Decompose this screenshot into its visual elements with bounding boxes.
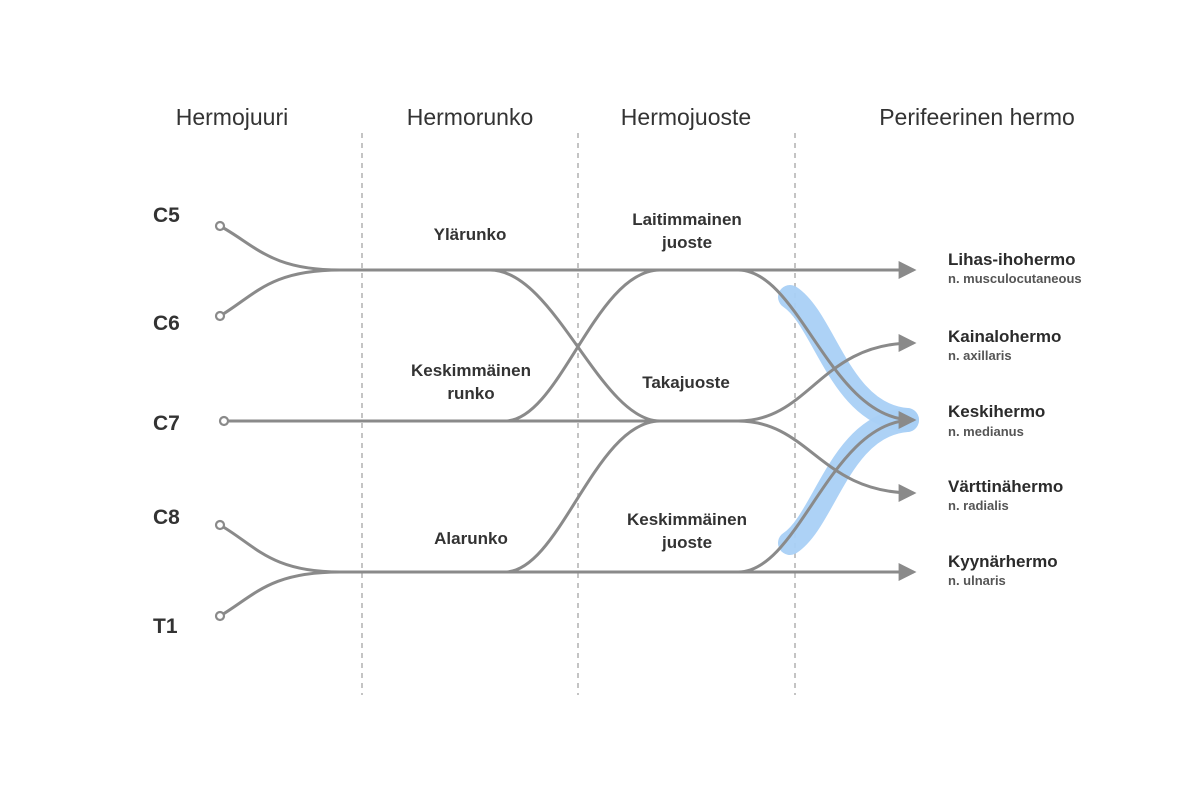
root-c8-path bbox=[218, 523, 342, 574]
upper-trunk-posterior-division bbox=[488, 268, 662, 423]
middle-trunk-anterior-division bbox=[503, 268, 662, 423]
middle-trunk-label-line2: runko bbox=[447, 384, 494, 403]
column-heading-peripheral: Perifeerinen hermo bbox=[879, 104, 1075, 130]
radial-nerve-path bbox=[736, 419, 917, 502]
nerve-latin-radial: n. radialis bbox=[948, 498, 1009, 513]
root-label-c5: C5 bbox=[153, 204, 180, 227]
lower-trunk-posterior-division bbox=[503, 419, 662, 574]
medial-cord-label-line1: Keskimmäinen bbox=[627, 510, 747, 529]
axillary-nerve-path bbox=[736, 334, 917, 423]
root-c6-path bbox=[218, 268, 342, 318]
median-nerve-medial-root bbox=[736, 418, 915, 574]
root-label-c7: C7 bbox=[153, 412, 180, 435]
median-nerve-highlight bbox=[778, 285, 919, 555]
column-heading-roots: Hermojuuri bbox=[176, 104, 288, 130]
nerve-name-musculocutaneous: Lihas-ihohermo bbox=[948, 250, 1076, 269]
column-heading-trunks: Hermorunko bbox=[407, 104, 534, 130]
root-c5-path bbox=[218, 224, 342, 272]
root-label-t1: T1 bbox=[153, 615, 178, 638]
posterior-cord-label: Takajuoste bbox=[642, 373, 730, 392]
root-label-c6: C6 bbox=[153, 312, 180, 335]
root-c8-dot bbox=[214, 519, 226, 531]
nerve-name-radial: Värttinähermo bbox=[948, 477, 1063, 496]
root-c7-dot bbox=[218, 415, 230, 427]
middle-trunk-label-line1: Keskimmäinen bbox=[411, 361, 531, 380]
root-t1-path bbox=[218, 570, 342, 618]
root-label-c8: C8 bbox=[153, 506, 180, 529]
nerve-latin-musculocutaneous: n. musculocutaneous bbox=[948, 271, 1082, 286]
lateral-cord-label-line1: Laitimmainen bbox=[632, 210, 742, 229]
nerve-paths bbox=[218, 224, 917, 618]
nerve-name-ulnar: Kyynärhermo bbox=[948, 552, 1058, 571]
root-c6-dot bbox=[214, 310, 226, 322]
upper-trunk-label: Ylärunko bbox=[434, 225, 507, 244]
lower-trunk-label: Alarunko bbox=[434, 529, 508, 548]
nerve-name-median: Keskihermo bbox=[948, 402, 1045, 421]
nerve-latin-axillary: n. axillaris bbox=[948, 348, 1012, 363]
root-t1-dot bbox=[214, 610, 226, 622]
medial-cord-label-line2: juoste bbox=[661, 533, 712, 552]
nerve-name-axillary: Kainalohermo bbox=[948, 327, 1061, 346]
nerve-latin-median: n. medianus bbox=[948, 424, 1024, 439]
root-c5-dot bbox=[214, 220, 226, 232]
lateral-cord-label-line2: juoste bbox=[661, 233, 712, 252]
column-heading-cords: Hermojuoste bbox=[621, 104, 751, 130]
median-nerve-lateral-root bbox=[736, 268, 917, 429]
nerve-latin-ulnar: n. ulnaris bbox=[948, 573, 1006, 588]
